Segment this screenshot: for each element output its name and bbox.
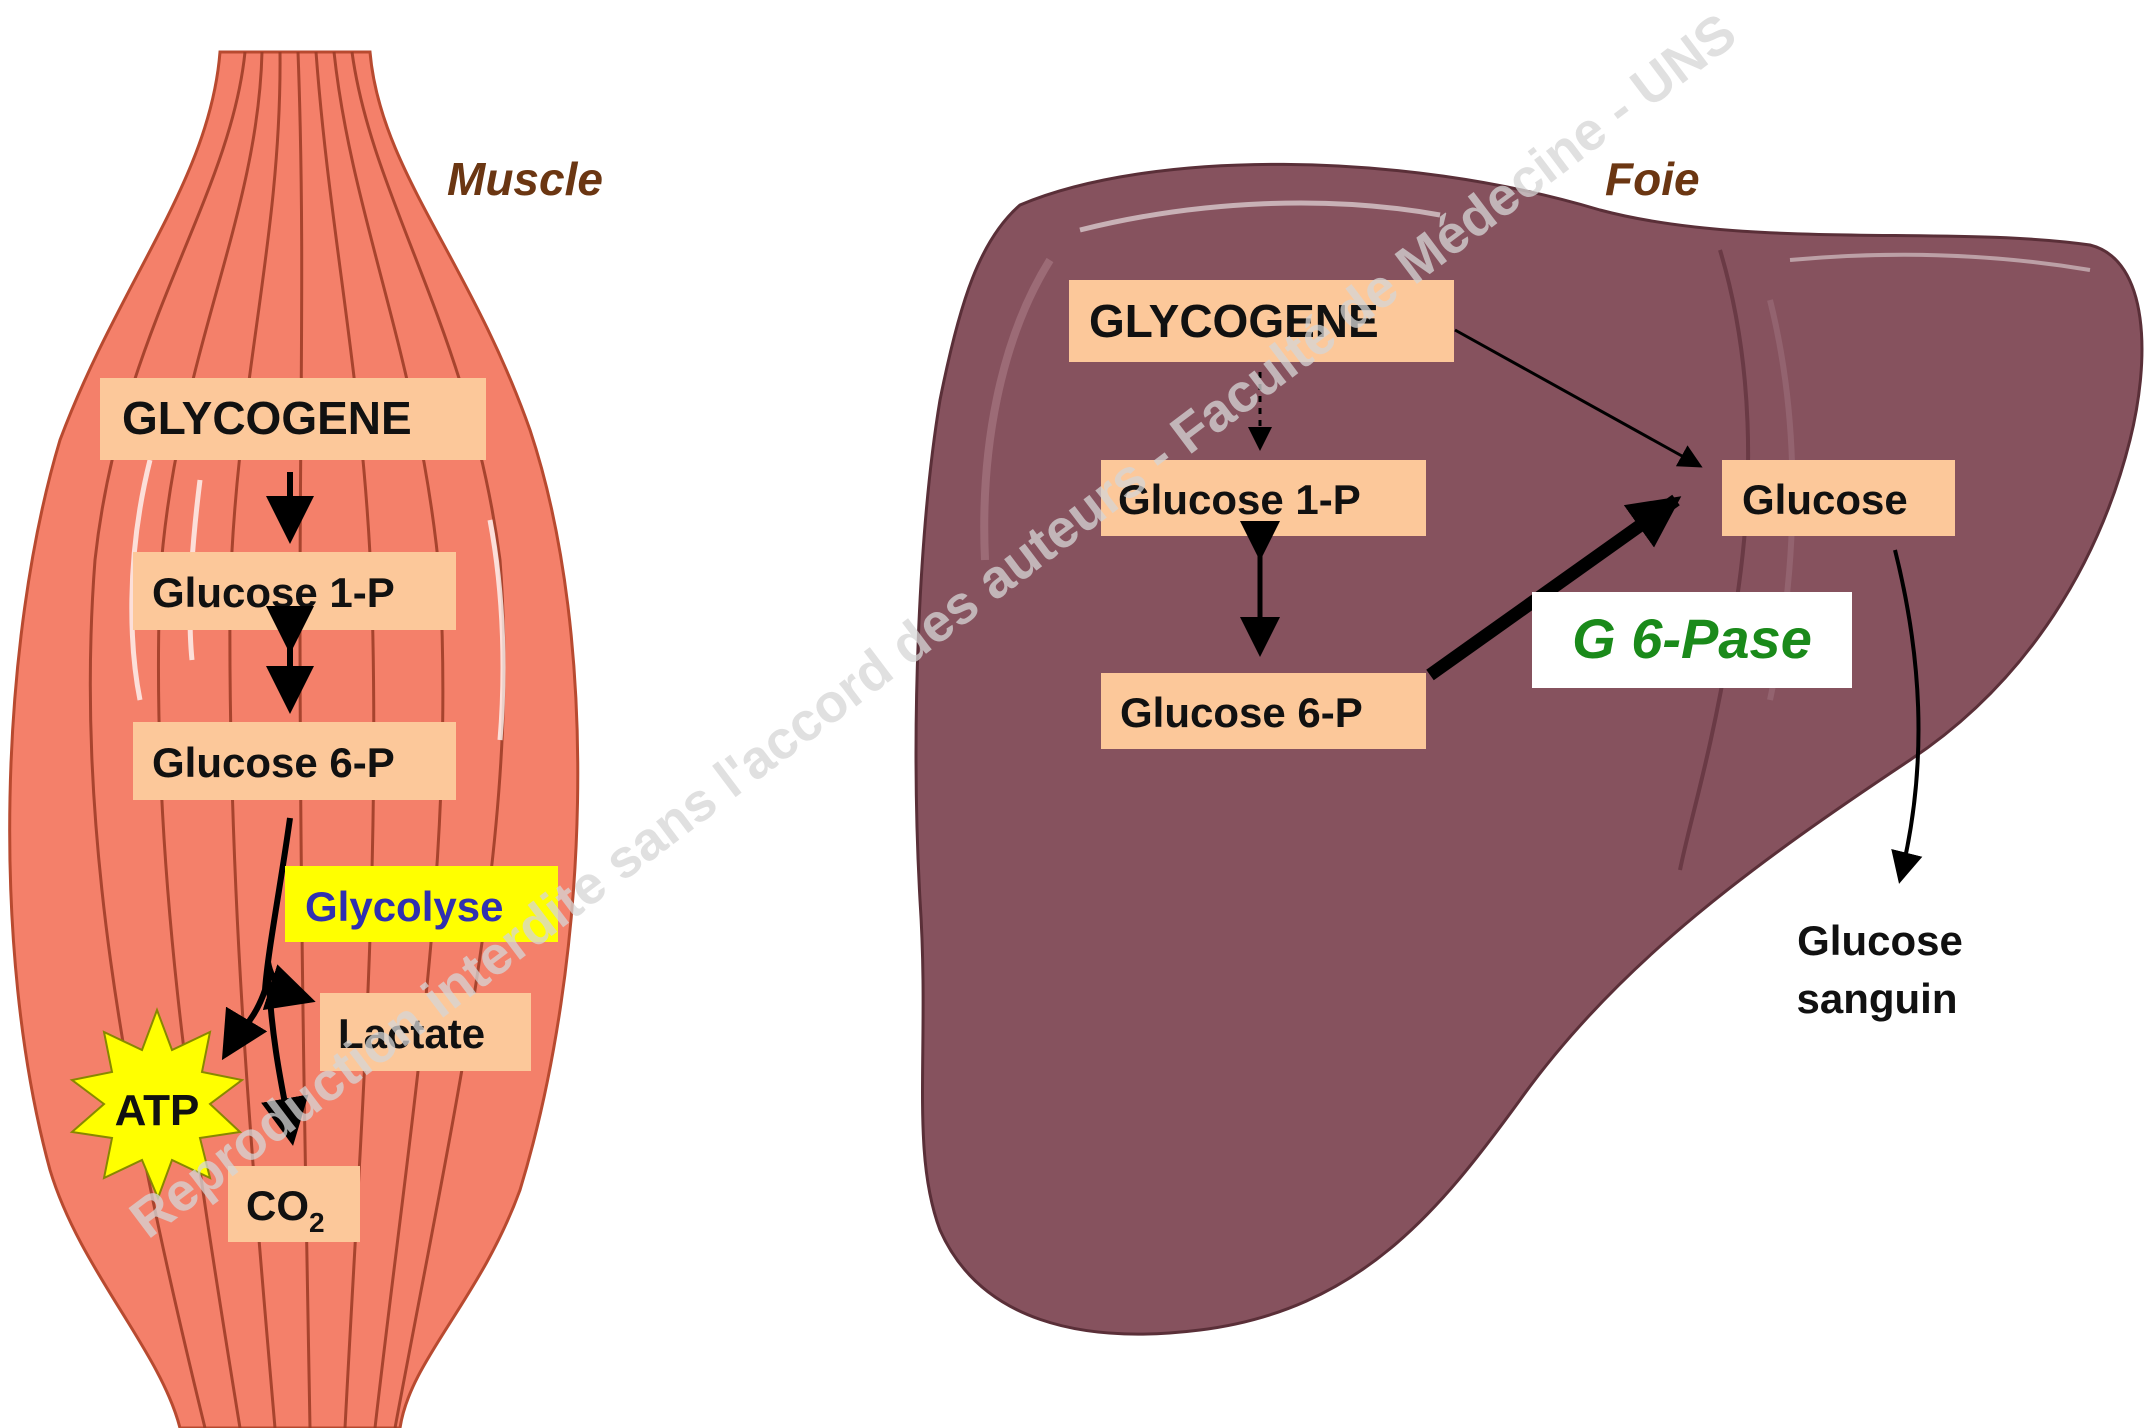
- g6pase-label-box: G 6-Pase: [1532, 592, 1852, 688]
- muscle-glycogene-box: GLYCOGENE: [100, 378, 486, 460]
- muscle-glycogene-label: GLYCOGENE: [122, 392, 412, 444]
- muscle-glucose-6p-label: Glucose 6-P: [152, 739, 395, 786]
- glycolyse-label: Glycolyse: [305, 883, 503, 930]
- atp-label: ATP: [115, 1086, 200, 1135]
- muscle-glucose-1p-box: Glucose 1-P: [133, 552, 456, 630]
- liver-glucose-label: Glucose: [1742, 476, 1908, 523]
- liver-title: Foie: [1605, 153, 1700, 205]
- muscle-glucose-1p-label: Glucose 1-P: [152, 569, 395, 616]
- liver-glucose-6p-box: Glucose 6-P: [1101, 673, 1426, 749]
- liver-glucose-6p-label: Glucose 6-P: [1120, 689, 1363, 736]
- muscle-glucose-6p-box: Glucose 6-P: [133, 722, 456, 800]
- muscle-title: Muscle: [447, 153, 603, 205]
- blood-glucose-line1: Glucose: [1797, 917, 1963, 964]
- liver-glucose-box: Glucose: [1722, 460, 1955, 536]
- blood-glucose-line2: sanguin: [1796, 975, 1957, 1022]
- g6pase-label: G 6-Pase: [1572, 607, 1812, 670]
- blood-glucose-label: Glucose sanguin: [1796, 917, 1962, 1022]
